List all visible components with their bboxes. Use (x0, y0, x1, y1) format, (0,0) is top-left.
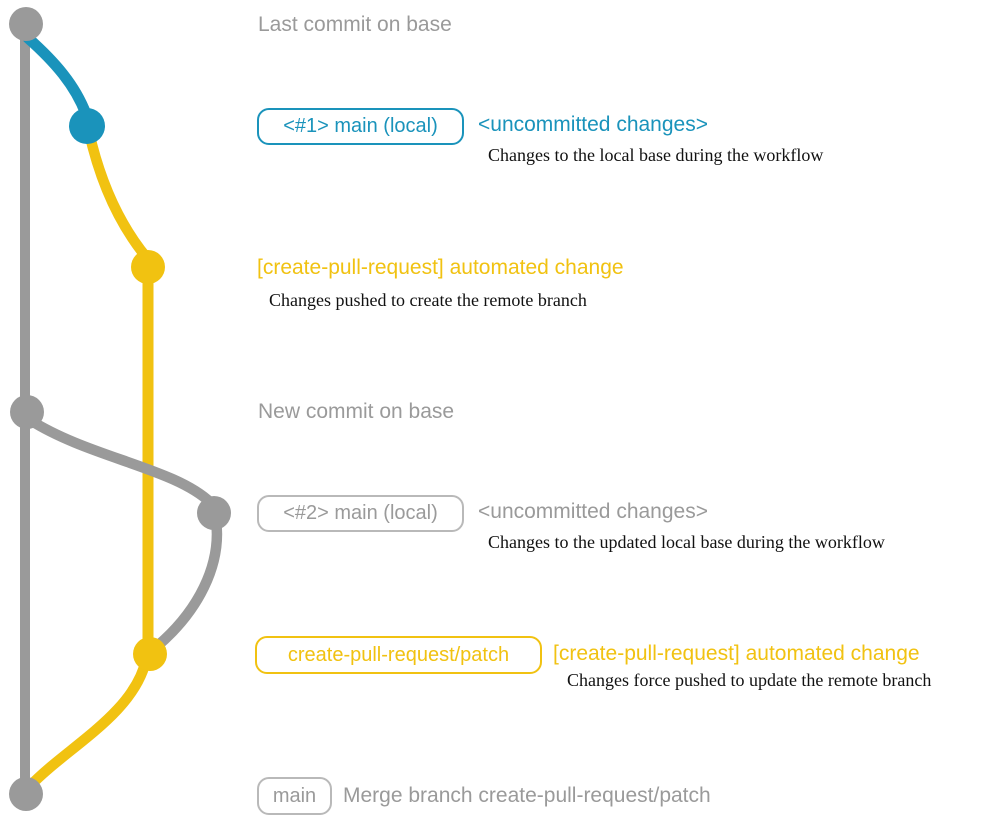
badge-patch-branch: create-pull-request/patch (255, 636, 542, 674)
description-force-push-update: Changes force pushed to update the remot… (567, 670, 932, 690)
heading-uncommitted-changes-1: <uncommitted changes> (478, 113, 708, 136)
commit-node-patch-1 (131, 250, 165, 284)
description-local-changes-1: Changes to the local base during the wor… (488, 145, 824, 165)
badge-main-local-2: <#2> main (local) (257, 495, 464, 532)
label-new-commit-on-base: New commit on base (258, 400, 455, 423)
description-push-create: Changes pushed to create the remote bran… (269, 290, 587, 310)
heading-merge-branch: Merge branch create-pull-request/patch (343, 784, 711, 807)
commit-node-new-base (10, 395, 44, 429)
commit-node-patch-2 (133, 637, 167, 671)
label-last-commit-on-base: Last commit on base (258, 13, 452, 36)
base-update-curve-out (24, 414, 217, 509)
patch-branch-create-curve (83, 126, 153, 264)
description-local-changes-2: Changes to the updated local base during… (488, 532, 885, 552)
heading-automated-change-1: [create-pull-request] automated change (257, 256, 624, 279)
commit-node-merge (9, 777, 43, 811)
commit-node-uncommitted-1 (69, 108, 105, 144)
patch-branch-merge-curve (24, 654, 152, 792)
local-changes-curve (22, 32, 92, 120)
heading-uncommitted-changes-2: <uncommitted changes> (478, 500, 708, 523)
commit-node-last-base (9, 7, 43, 41)
badge-main: main (257, 777, 332, 815)
heading-automated-change-2: [create-pull-request] automated change (553, 642, 920, 665)
commit-node-uncommitted-2 (197, 496, 231, 530)
base-update-curve-in (149, 514, 223, 654)
badge-main-local-1: <#1> main (local) (257, 108, 464, 145)
